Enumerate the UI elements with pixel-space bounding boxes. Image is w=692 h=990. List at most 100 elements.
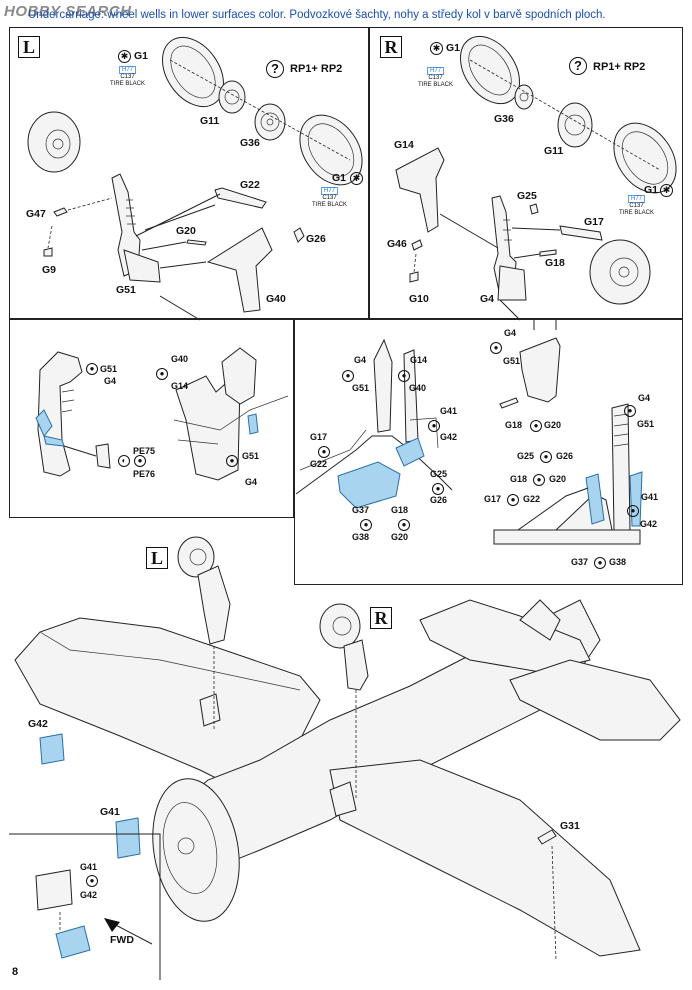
glue-symbol-icon: ● [624,405,636,417]
part-label: G11 [200,115,220,127]
part-label: G17 [584,216,604,228]
part-label: G17 [484,494,502,504]
part-label: G26 [430,495,448,505]
part-label: G1 [644,184,659,196]
panel-right-gear [369,27,683,319]
glue-symbol-icon: ● [398,370,410,382]
airframe-drawing [9,536,681,980]
part-label: G46 [387,238,407,250]
glue-symbol-icon: ● [594,557,606,569]
photoetch-note: RP1+ RP2 [290,63,343,75]
instruction-text: Undercarriage: wheel wells in lower surf… [28,9,606,21]
part-label: G20 [544,420,562,430]
glue-symbol-icon: ● [428,420,440,432]
glue-symbol-icon: ● [360,519,372,531]
glue-symbol-icon: ● [398,519,410,531]
left-gear-drawing [27,36,363,321]
detail-right-drawing [493,320,643,545]
photoetch-symbol-icon: ◐ [118,455,130,467]
part-label: G47 [26,208,46,220]
part-label: G51 [116,284,136,296]
paint-callout-tire: H77 C137 TIRE BLACK [110,66,146,87]
part-label: G22 [240,179,260,191]
glue-symbol-icon: ● [86,875,98,887]
part-label: G9 [42,264,57,276]
part-label: G37 [352,505,370,515]
part-label: G26 [556,451,574,461]
panel-left-gear [9,27,369,319]
part-label: G36 [494,113,514,125]
part-label: G1 [446,42,461,54]
part-label: G11 [544,145,564,157]
part-label: G22 [523,494,541,504]
star-icon: ✱ [660,184,673,197]
part-label: G20 [176,225,196,237]
part-label: G42 [80,890,98,900]
watermark-logo: HOBBY SEARCH [4,3,132,20]
part-label: G18 [545,257,565,269]
panel-detail-right [294,319,683,585]
part-label: G22 [310,459,328,469]
glue-symbol-icon: ● [342,370,354,382]
part-label: G51 [352,383,370,393]
detail-left-drawing [35,347,289,481]
part-label: G4 [245,477,258,487]
part-label: G26 [306,233,326,245]
part-label: G20 [549,474,567,484]
part-label: G4 [480,293,495,305]
part-label: PE76 [133,469,156,479]
paint-callout-tire: H77 C137 TIRE BLACK [619,195,655,216]
page-number: 8 [12,966,19,978]
part-label: G51 [637,419,655,429]
glue-symbol-icon: ● [318,446,330,458]
part-label: G41 [80,862,98,872]
glue-symbol-icon: ● [86,363,98,375]
part-label: G20 [391,532,409,542]
part-label: G51 [100,364,118,374]
part-label: G51 [242,451,260,461]
question-mark-icon: ? [266,60,284,78]
part-label: G42 [640,519,658,529]
star-icon: ✱ [350,172,363,185]
part-label: G25 [430,469,448,479]
side-marker-left-main: L [146,547,168,569]
part-label: G4 [104,376,117,386]
detail-mid-drawing [295,338,453,509]
part-label: G18 [391,505,409,515]
part-label: G40 [409,383,427,393]
part-label: G14 [410,355,428,365]
star-icon: ✱ [430,42,443,55]
part-label: G1 [134,50,149,62]
part-label: G14 [394,139,414,151]
part-label: G42 [440,432,458,442]
side-marker-right: R [380,36,402,58]
part-label: G40 [171,354,189,364]
glue-symbol-icon: ● [156,368,168,380]
star-icon: ✱ [118,50,131,63]
glue-symbol-icon: ● [530,420,542,432]
part-label: G31 [560,820,580,832]
photoetch-note: RP1+ RP2 [593,61,646,73]
part-label: G1 [332,172,347,184]
part-label: G41 [641,492,659,502]
part-label: G38 [609,557,627,567]
part-label: G25 [517,451,535,461]
glue-symbol-icon: ● [627,505,639,517]
part-label: G4 [638,393,651,403]
part-label: G40 [266,293,286,305]
part-label: G18 [505,420,523,430]
part-label: G38 [352,532,370,542]
part-label: G37 [571,557,589,567]
part-label: G4 [354,355,367,365]
paint-callout-tire: H77 C137 TIRE BLACK [418,67,454,88]
glue-symbol-icon: ● [134,455,146,467]
side-marker-right-main: R [370,607,392,629]
part-label: G25 [517,190,537,202]
panel-detail-left [9,319,294,518]
fwd-label: FWD [110,934,134,946]
part-label: G10 [409,293,429,305]
glue-symbol-icon: ● [432,483,444,495]
part-label: G36 [240,137,260,149]
part-label: G41 [440,406,458,416]
